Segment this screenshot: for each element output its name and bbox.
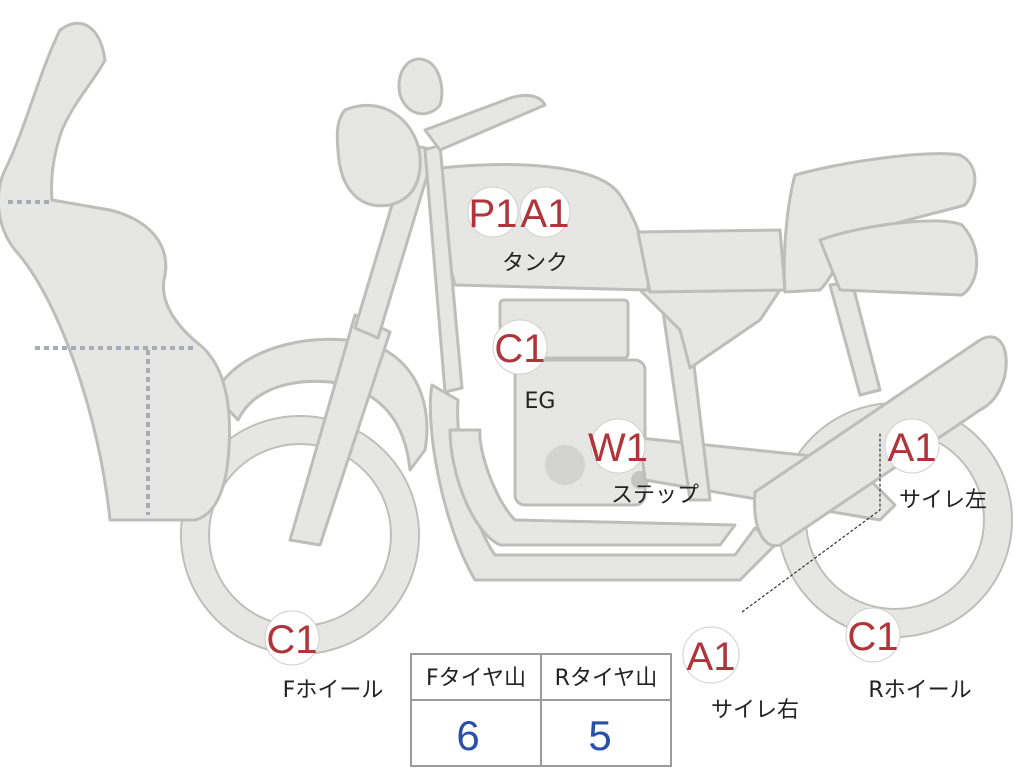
handlebar [423, 93, 547, 152]
grade-badge [519, 186, 571, 238]
frame-inner [448, 428, 737, 547]
front-tread-value: 6 [456, 712, 479, 759]
part-label: EG [525, 389, 556, 414]
fairing-seams [8, 200, 195, 515]
headlight [335, 103, 422, 208]
part-label: ステップ [611, 483, 699, 508]
frame-main-tube [423, 143, 464, 394]
marker-front-wheel: C1 Fホイール [264, 610, 384, 703]
muffler-right-leader [741, 432, 881, 613]
grade-badge [467, 186, 519, 238]
front-fairing [0, 21, 232, 522]
grade-text: W1 [588, 426, 648, 470]
part-label: タンク [502, 251, 568, 276]
marker-muffler-right: A1 サイレ右 [682, 626, 799, 723]
rear-tread-header: Rタイヤ山 [555, 666, 658, 691]
engine-cover [545, 445, 585, 485]
mirror [397, 57, 444, 116]
leader-lines [741, 432, 881, 613]
grade-badge [492, 319, 548, 375]
marker-tank-paint: P1 [467, 186, 519, 238]
part-label: Fホイール [283, 678, 384, 703]
grade-badge [884, 418, 940, 474]
grade-text: C1 [847, 615, 898, 659]
grade-badge [264, 610, 320, 666]
seat-front [636, 228, 787, 294]
tire-table: Fタイヤ山 Rタイヤ山 6 5 [410, 653, 672, 767]
part-label: サイレ左 [899, 488, 987, 513]
tail-cowl [818, 219, 979, 297]
side-cover [638, 288, 782, 370]
grade-text: C1 [266, 618, 317, 662]
front-tread-header: Fタイヤ山 [426, 666, 526, 691]
marker-engine: C1 EG [492, 319, 556, 414]
grade-text: A1 [888, 426, 937, 470]
grade-text: P1 [469, 192, 518, 236]
rear-tread-value: 5 [588, 712, 611, 759]
grade-text: C1 [494, 327, 545, 371]
marker-rear-wheel: C1 Rホイール [845, 607, 972, 703]
grade-text: A1 [687, 635, 736, 679]
marker-step: W1 ステップ [588, 418, 699, 508]
grade-badge [845, 607, 901, 663]
grade-text: A1 [521, 192, 570, 236]
marker-muffler-left: A1 サイレ左 [884, 418, 987, 513]
grade-badge [590, 418, 646, 474]
part-label: サイレ右 [711, 698, 799, 723]
marker-tank: A1 タンク [502, 186, 571, 276]
part-label: Rホイール [868, 678, 971, 703]
grade-badge [682, 626, 740, 684]
rear-strut [828, 280, 882, 397]
